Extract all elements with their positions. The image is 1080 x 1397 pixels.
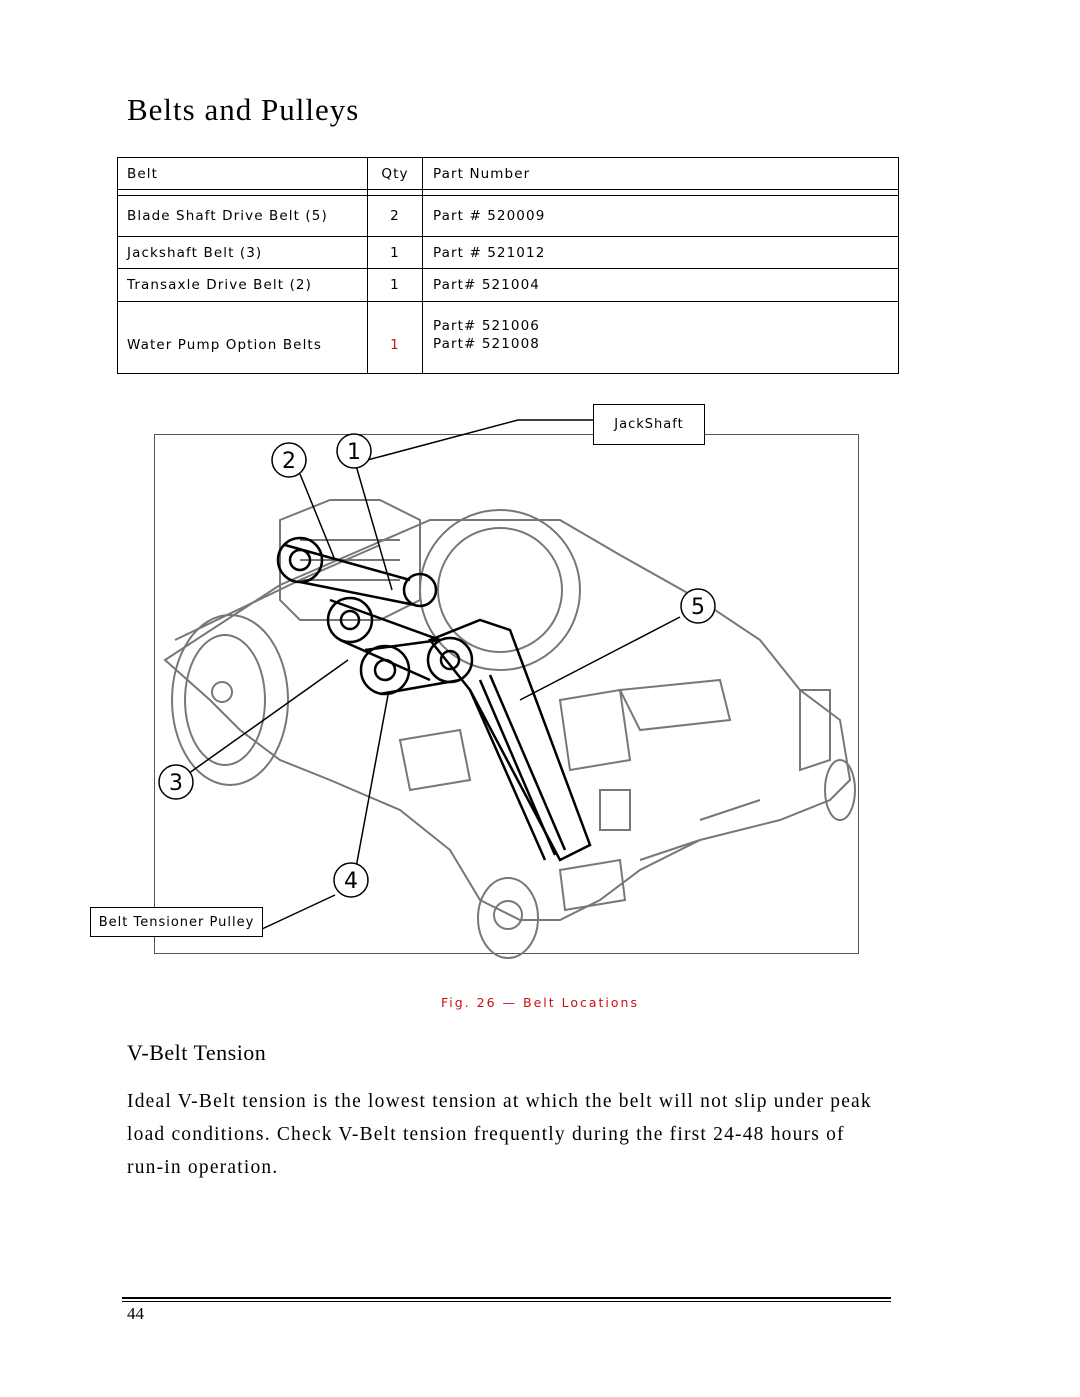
leader-lines (184, 419, 681, 930)
belt-qty: 1 (367, 301, 423, 374)
table-header-row: Belt Qty Part Number (117, 157, 899, 190)
page-title: Belts and Pulleys (127, 92, 360, 127)
table-row: Transaxle Drive Belt (2) 1 Part# 521004 (117, 268, 899, 302)
header-belt: Belt (117, 157, 368, 190)
belt-tensioner-pulley-callout: Belt Tensioner Pulley (90, 907, 263, 937)
header-qty: Qty (367, 157, 423, 190)
figure-caption: Fig. 26 — Belt Locations (441, 995, 639, 1010)
section-heading: V-Belt Tension (127, 1040, 267, 1065)
part-number-line: Part# 521006 (433, 317, 540, 334)
belt-name: Water Pump Option Belts (117, 301, 368, 374)
header-part-number: Part Number (422, 157, 899, 190)
belt-qty: 1 (367, 268, 423, 302)
callout-number-5: 5 (691, 595, 705, 620)
belt-part-number: Part # 521012 (422, 236, 899, 269)
belt-part-number: Part# 521006 Part# 521008 (422, 301, 899, 374)
body-paragraph: Ideal V-Belt tension is the lowest tensi… (127, 1091, 872, 1178)
jackshaft-callout: JackShaft (593, 404, 705, 445)
callout-circle-1 (336, 433, 372, 469)
belt-locations-diagram: 2 1 5 3 4 (158, 419, 856, 959)
page-number: 44 (127, 1304, 144, 1323)
callout-circle-4 (333, 862, 369, 898)
figure-frame (154, 434, 859, 954)
footer-rule-thin (122, 1301, 891, 1302)
belt-qty: 1 (367, 236, 423, 269)
callout-circle-2 (271, 442, 307, 478)
belt-part-number: Part# 521004 (422, 268, 899, 302)
belts-illustration (276, 536, 592, 862)
belt-name: Blade Shaft Drive Belt (5) (117, 195, 368, 237)
callout-number-1: 1 (347, 440, 361, 465)
callout-number-3: 3 (169, 771, 183, 796)
table-row: Water Pump Option Belts 1 Part# 521006 P… (117, 301, 899, 374)
part-number-line: Part# 521008 (433, 335, 540, 352)
mower-deck-illustration (163, 499, 856, 959)
number-callouts (158, 433, 716, 898)
table-spacer-row (117, 189, 899, 196)
table-row: Blade Shaft Drive Belt (5) 2 Part # 5200… (117, 195, 899, 237)
footer-rule (122, 1297, 891, 1299)
table-row: Jackshaft Belt (3) 1 Part # 521012 (117, 236, 899, 269)
callout-number-4: 4 (344, 869, 358, 894)
belt-name: Jackshaft Belt (3) (117, 236, 368, 269)
callout-circle-5 (680, 588, 716, 624)
belt-parts-table: Belt Qty Part Number Blade Shaft Drive B… (117, 157, 899, 374)
callout-number-2: 2 (282, 449, 296, 474)
callout-circle-3 (158, 764, 194, 800)
belt-part-number: Part # 520009 (422, 195, 899, 237)
belt-name: Transaxle Drive Belt (2) (117, 268, 368, 302)
